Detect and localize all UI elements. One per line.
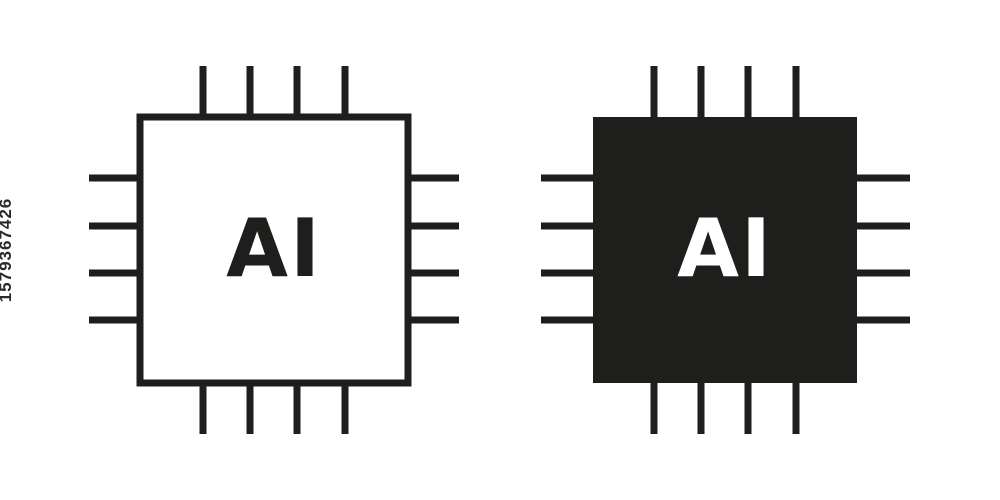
stock-id-text: 1579367426 bbox=[0, 197, 15, 303]
filled-chip-label: AI bbox=[677, 202, 773, 295]
cpu-chip-filled-icon bbox=[541, 66, 910, 434]
outline-chip-label: AI bbox=[226, 202, 322, 295]
cpu-chip-outline-icon bbox=[89, 66, 459, 434]
